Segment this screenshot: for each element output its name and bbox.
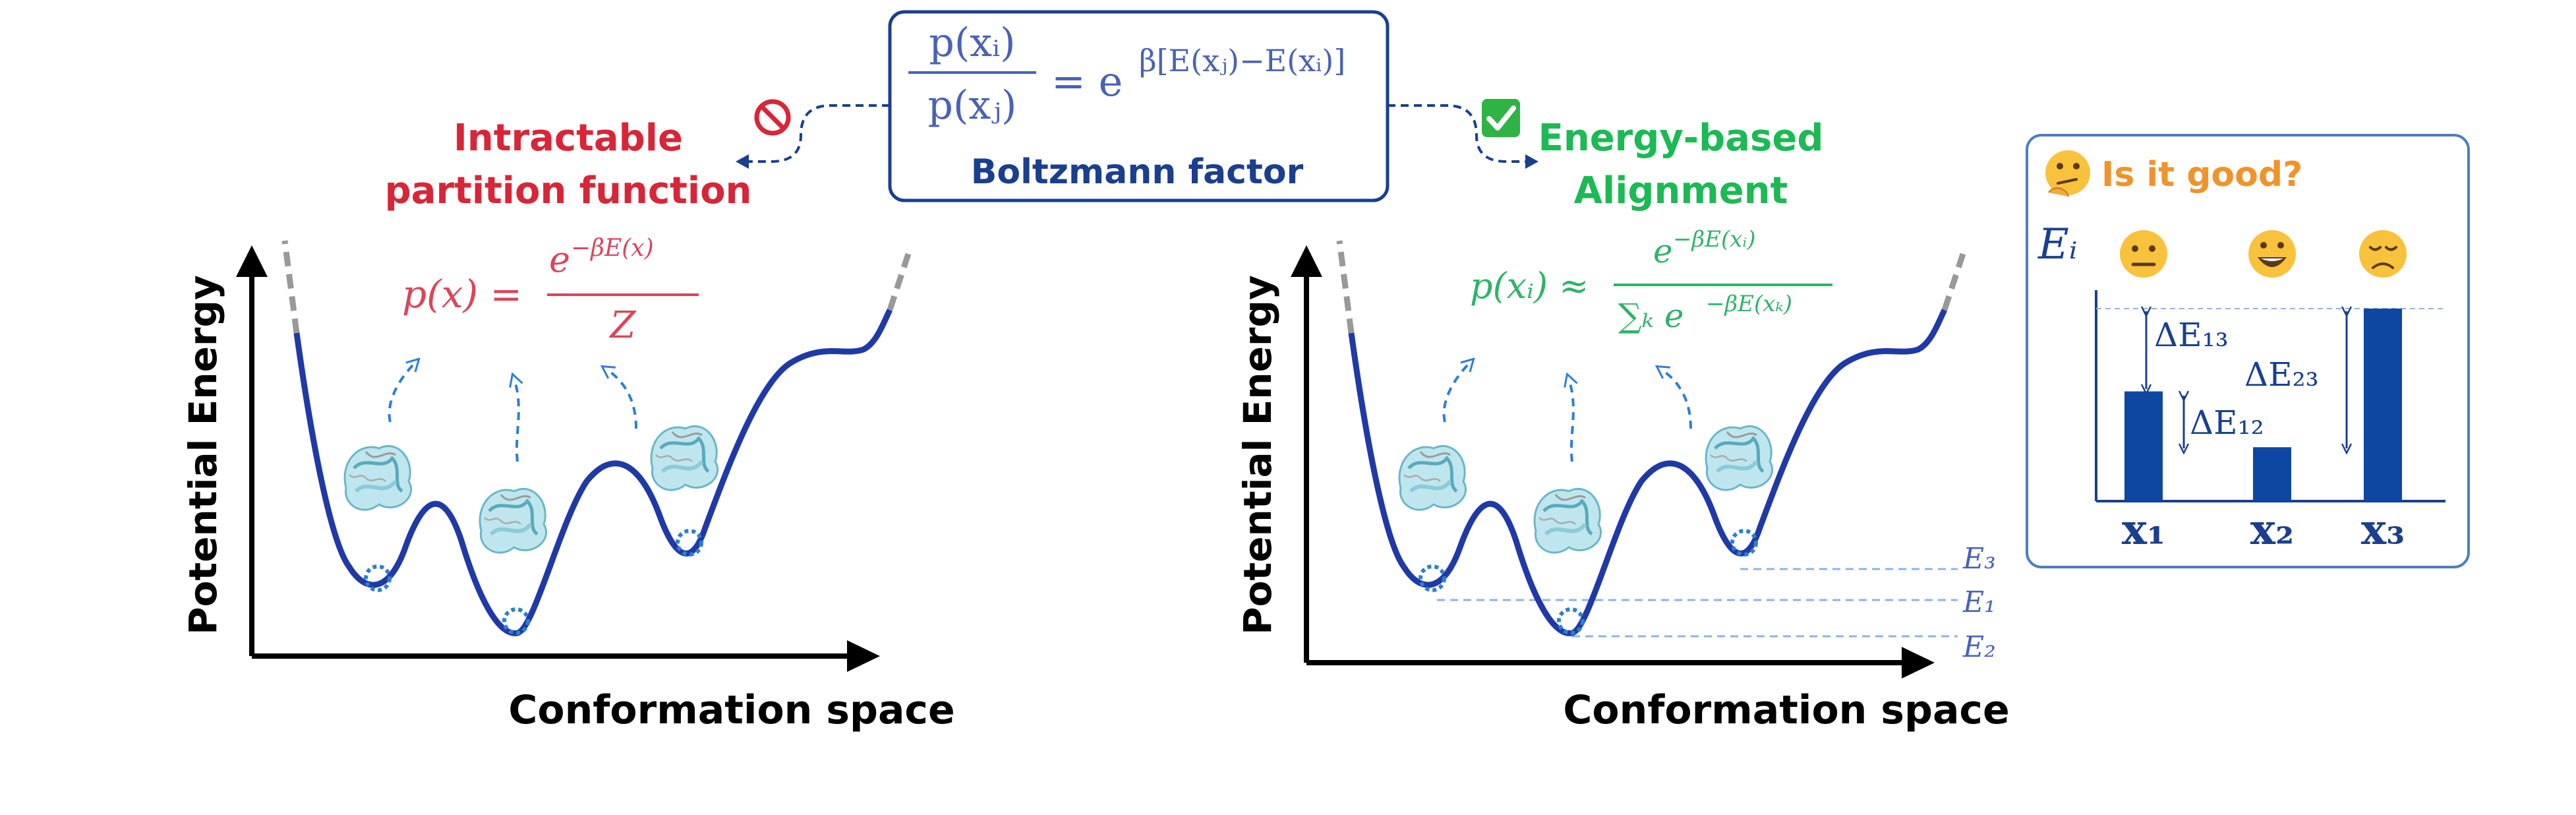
- right-energy-panel: Potential Energy Conformation space E₃ E…: [1235, 226, 2010, 733]
- left-sampling-arrow-3: [600, 365, 637, 429]
- grinning-face-icon: [2248, 230, 2296, 278]
- inset-bar-2: [2253, 447, 2291, 501]
- delta-markers: ΔE₁₃ ΔE₁₂ ΔE₂₃: [2146, 311, 2347, 448]
- inset-bar-label-1: x₁: [2122, 505, 2165, 555]
- right-sampling-arrow-2: [1564, 372, 1578, 462]
- left-formula-numerator-base: e: [549, 239, 570, 280]
- right-minimum-marker-3: [1730, 529, 1758, 557]
- right-protein-structure-2: [1535, 489, 1601, 553]
- inset-title: Is it good?: [2101, 155, 2302, 195]
- right-curve-ext-right: [1941, 253, 1966, 311]
- check-mark-icon: [1482, 99, 1520, 137]
- boltzmann-label: Boltzmann factor: [971, 152, 1304, 192]
- connector-left-arrow: [736, 104, 890, 169]
- delta-e23-label: ΔE₂₃: [2244, 355, 2319, 394]
- right-branch-line1: Energy-based: [1538, 117, 1824, 160]
- inset-y-axis-label: Eᵢ: [2037, 220, 2078, 269]
- connector-right-arrow: [1388, 104, 1538, 169]
- right-formula-denominator-base: ∑ₖ e: [1618, 297, 1683, 335]
- left-energy-panel: Potential Energy Conformation space p(x)…: [181, 235, 955, 733]
- right-y-axis-label: Potential Energy: [1235, 275, 1280, 635]
- quality-inset: Is it good? Eᵢ x₁ x₂ x₃ ΔE₁₃: [2026, 134, 2470, 568]
- boltzmann-rhs-exponent: β[E(xⱼ)−E(xᵢ)]: [1139, 43, 1345, 78]
- left-partition-formula: p(x) = e −βE(x) Z: [402, 235, 699, 347]
- left-curve-ext-right: [887, 253, 912, 311]
- prohibited-icon: [754, 99, 791, 136]
- right-protein-structure-1: [1399, 446, 1466, 510]
- left-formula-denominator: Z: [609, 304, 637, 347]
- right-protein-structure-3: [1706, 426, 1772, 490]
- right-formula-lhs: p(xᵢ) ≈: [1470, 265, 1589, 307]
- left-x-axis-arrowhead: [847, 640, 880, 672]
- right-y-axis-arrowhead: [1291, 245, 1322, 277]
- inset-bars: x₁ x₂ x₃: [2122, 309, 2405, 555]
- left-branch-line1: Intractable: [454, 117, 683, 160]
- right-formula-denominator-exponent: −βE(xₖ): [1706, 291, 1792, 317]
- left-formula-lhs: p(x) =: [402, 272, 522, 317]
- boltzmann-rhs-base: = e: [1051, 57, 1123, 106]
- left-branch-line2: partition function: [385, 169, 752, 212]
- right-sampling-arrow-1: [1442, 357, 1475, 423]
- inset-bar-label-2: x₂: [2250, 505, 2294, 555]
- boltzmann-lhs-numerator: p(xᵢ): [929, 20, 1015, 66]
- right-sampling-arrow-3: [1654, 365, 1692, 429]
- right-level-label-e1: E₁: [1962, 586, 1996, 619]
- left-formula-numerator-exponent: −βE(x): [571, 235, 654, 262]
- right-minimum-marker-1: [1419, 564, 1446, 592]
- delta-e12-label: ΔE₁₂: [2190, 404, 2264, 442]
- right-branch-line2: Alignment: [1574, 169, 1788, 212]
- left-sampling-arrow-1: [388, 357, 421, 423]
- delta-e13-label: ΔE₁₃: [2154, 316, 2229, 354]
- neutral-face-icon: [2120, 230, 2167, 278]
- right-curve-ext-left: [1336, 240, 1355, 334]
- right-level-label-e3: E₃: [1962, 542, 1996, 576]
- right-formula-numerator-base: e: [1653, 232, 1673, 270]
- left-y-axis-arrowhead: [236, 245, 268, 277]
- inset-bar-1: [2124, 391, 2163, 501]
- boltzmann-box: p(xᵢ) p(xⱼ) = e β[E(xⱼ)−E(xᵢ)] Boltzmann…: [888, 10, 1390, 202]
- left-curve-ext-left: [281, 240, 300, 334]
- left-protein-structure-1: [345, 446, 411, 510]
- inset-bar-label-3: x₃: [2361, 505, 2405, 555]
- right-approx-formula: p(xᵢ) ≈ e −βE(xᵢ) ∑ₖ e −βE(xₖ): [1470, 226, 1832, 335]
- boltzmann-lhs-denominator: p(xⱼ): [928, 82, 1017, 129]
- right-x-axis-arrowhead: [1902, 647, 1935, 679]
- right-level-label-e2: E₂: [1962, 630, 1996, 664]
- left-protein-structure-2: [480, 489, 546, 553]
- right-minimum-marker-2: [1557, 607, 1585, 635]
- left-y-axis-label: Potential Energy: [181, 275, 225, 635]
- disappointed-face-icon: [2359, 230, 2407, 278]
- right-branch-heading: Energy-based Alignment: [1482, 99, 1823, 212]
- right-x-axis-label: Conformation space: [1563, 687, 2009, 733]
- left-minimum-marker-1: [364, 564, 392, 592]
- left-x-axis-label: Conformation space: [508, 687, 954, 733]
- left-minimum-marker-2: [502, 607, 530, 635]
- thinking-face-icon: [2045, 150, 2090, 197]
- right-formula-numerator-exponent: −βE(xᵢ): [1673, 226, 1756, 253]
- left-protein-structure-3: [651, 426, 718, 490]
- left-minimum-marker-3: [676, 529, 703, 557]
- left-branch-heading: Intractable partition function: [385, 99, 791, 212]
- left-sampling-arrow-2: [509, 372, 523, 462]
- inset-bar-3: [2364, 309, 2402, 501]
